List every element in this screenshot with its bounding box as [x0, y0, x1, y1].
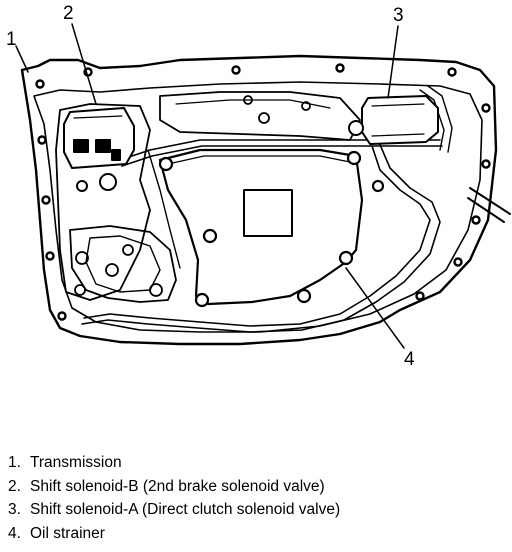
legend-text: Oil strainer: [30, 524, 105, 542]
transmission-case: [20, 54, 511, 346]
legend-text: Shift solenoid-A (Direct clutch solenoid…: [30, 501, 341, 518]
callout-2: 2: [63, 3, 74, 24]
callout-3: 3: [393, 5, 404, 26]
legend-list: 1.Transmission 2.Shift solenoid-B (2nd b…: [8, 451, 340, 545]
transmission-diagram: [15, 23, 511, 349]
shift-solenoid-a: [348, 95, 439, 145]
shift-solenoid-b: [63, 107, 135, 192]
legend-item: 1.Transmission: [8, 454, 122, 471]
legend-text: Shift solenoid-B (2nd brake solenoid val…: [30, 477, 325, 495]
legend-text: Transmission: [30, 454, 122, 471]
legend-item: 2.Shift solenoid-B (2nd brake solenoid v…: [8, 477, 325, 495]
legend-item: 4.Oil strainer: [8, 524, 105, 542]
legend-item: 3.Shift solenoid-A (Direct clutch soleno…: [8, 501, 341, 518]
leader-lines: [15, 23, 405, 349]
oil-strainer: [158, 148, 385, 308]
callout-4: 4: [404, 349, 415, 370]
callout-1: 1: [6, 29, 17, 50]
